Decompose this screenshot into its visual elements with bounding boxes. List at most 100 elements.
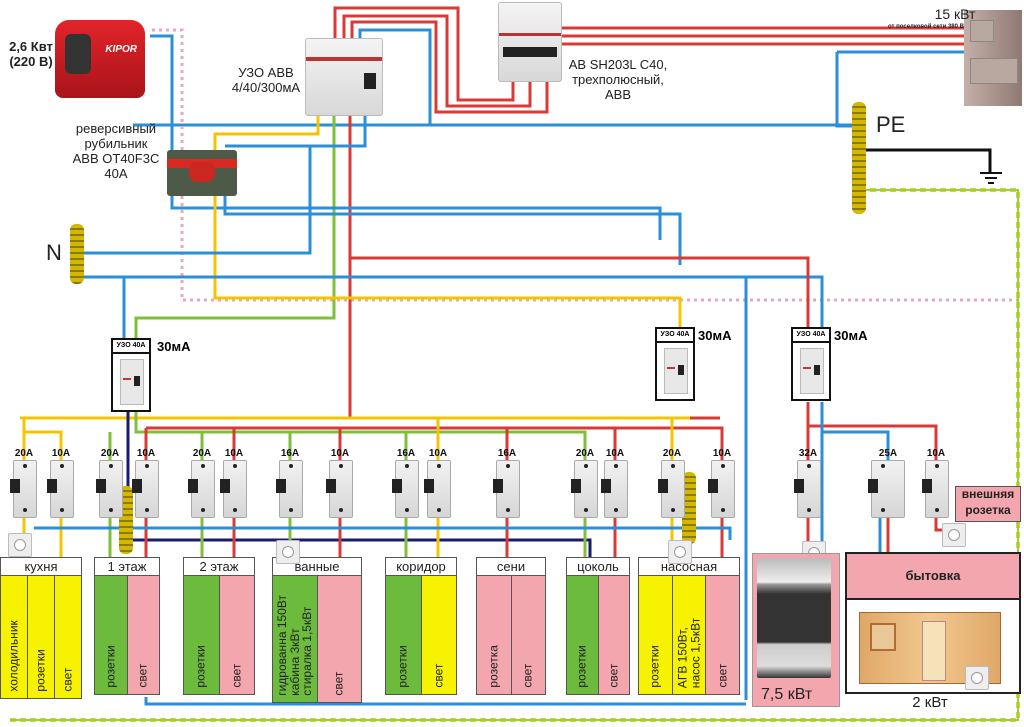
room-title: коридор xyxy=(386,558,456,576)
utility-pole-image xyxy=(964,10,1022,106)
circuit-column: АГВ 150Вт, насос 1,5кВт xyxy=(672,576,707,694)
phase-wire xyxy=(934,516,942,532)
breaker-rating: 20A xyxy=(100,448,120,459)
breaker-rating: 25A xyxy=(878,448,898,459)
socket-cabin xyxy=(965,666,989,690)
cabin-panel: бытовка xyxy=(845,552,1021,694)
circuit-breaker xyxy=(132,460,159,518)
neutral-label: N xyxy=(46,240,62,265)
green-wire xyxy=(134,114,336,338)
rcd-group-3-sensitivity: 30мА xyxy=(834,328,868,343)
cabin-title: бытовка xyxy=(847,554,1019,600)
stove-power: 7,5 кВт xyxy=(761,686,813,703)
generator-neutral xyxy=(150,34,174,150)
main-rcd xyxy=(305,38,383,116)
circuit-breaker xyxy=(326,460,353,518)
circuit-column: свет xyxy=(421,576,456,694)
circuit-column: свет xyxy=(706,576,740,694)
breaker-rating: 16A xyxy=(497,448,517,459)
pe-busbar xyxy=(852,102,866,214)
circuit-column: розетки xyxy=(567,576,599,694)
circuit-label: розетки xyxy=(33,649,48,692)
circuit-breaker xyxy=(794,460,821,518)
cabin-power: 2 кВт xyxy=(912,694,948,711)
circuit-label: свет xyxy=(715,663,730,688)
neutral-wire xyxy=(225,114,367,148)
circuit-breaker xyxy=(276,460,303,518)
grid-source: от поселковой сети 380 В xyxy=(888,24,964,30)
circuit-label: розетки xyxy=(395,645,410,688)
breaker-rating: 10A xyxy=(330,448,350,459)
phase-wire xyxy=(333,6,515,102)
socket-outdoor xyxy=(942,523,966,547)
breaker-rating: 10A xyxy=(712,448,732,459)
rcd-group-3-label: УЗО 40А xyxy=(793,329,829,343)
rcd-group-2-sensitivity: 30мА xyxy=(698,328,732,343)
transfer-switch-label: реверсивный рубильник ABB OT40F3C 40A xyxy=(72,121,160,181)
circuit-column: розетки xyxy=(386,576,422,694)
room-panel: коридор розетки свет xyxy=(385,557,457,695)
breaker-rating: 20A xyxy=(192,448,212,459)
circuit-label: свет xyxy=(331,671,346,696)
circuit-breaker xyxy=(493,460,520,518)
circuit-column: розетки xyxy=(28,576,55,698)
rcd-group-1-label: УЗО 40А xyxy=(113,340,149,354)
circuit-label: холодильник xyxy=(6,620,21,692)
circuit-breaker xyxy=(868,460,905,518)
pe-wire xyxy=(10,189,1019,721)
neutral-wire xyxy=(84,275,824,327)
circuit-breaker xyxy=(10,460,37,518)
circuit-label: свет xyxy=(135,663,150,688)
circuit-breaker xyxy=(220,460,247,518)
rcd-group-2: УЗО 40А xyxy=(655,327,695,401)
circuit-label: розетки xyxy=(103,645,118,688)
breaker-rating: 10A xyxy=(926,448,946,459)
circuit-label: свет xyxy=(606,663,621,688)
neutral-wire xyxy=(34,526,732,540)
circuit-column: свет xyxy=(511,576,545,694)
socket-bathroom xyxy=(276,540,300,564)
pe-label: PE xyxy=(876,112,906,137)
phase-wire xyxy=(350,256,810,327)
circuit-breaker xyxy=(922,460,949,518)
circuit-column: розетки xyxy=(639,576,673,694)
circuit-column: гидрованна 150Вт кабина 3кВт стиралка 1,… xyxy=(273,576,318,702)
breaker-rating: 10A xyxy=(428,448,448,459)
neutral-wire xyxy=(223,196,682,265)
neutral-busbar xyxy=(70,224,84,284)
rcd-group-3: УЗО 40А xyxy=(791,327,831,401)
phase-wire xyxy=(350,20,549,114)
circuit-column: розетки xyxy=(184,576,220,694)
pe-busbar-pump xyxy=(682,472,696,544)
yellow-wire xyxy=(213,114,320,150)
breaker-rating: 10A xyxy=(136,448,156,459)
generator-brand: KIPOR xyxy=(105,44,137,55)
circuit-breaker xyxy=(47,460,74,518)
generator-image: KIPOR xyxy=(55,20,145,98)
circuit-column: свет xyxy=(598,576,629,694)
neutral-wire xyxy=(144,697,746,706)
stove-panel: 7,5 кВт xyxy=(752,553,840,707)
navy-wire xyxy=(126,408,592,557)
circuit-label: свет xyxy=(431,663,446,688)
neutral-wire xyxy=(820,402,890,460)
socket-pump xyxy=(668,540,692,564)
outdoor-socket-label: внешняя розетка xyxy=(955,486,1021,522)
ground-icon xyxy=(980,172,1002,186)
circuit-label: розетка xyxy=(486,645,501,688)
room-title: 1 этаж xyxy=(95,558,159,576)
breaker-rating: 10A xyxy=(51,448,71,459)
circuit-breaker xyxy=(708,460,735,518)
earth-wire xyxy=(860,148,992,172)
neutral-wire xyxy=(358,28,432,125)
circuit-breaker xyxy=(658,460,685,518)
room-title: цоколь xyxy=(567,558,629,576)
circuit-column: свет xyxy=(55,576,81,698)
socket-kitchen xyxy=(8,533,32,557)
breaker-rating: 10A xyxy=(224,448,244,459)
circuit-column: свет xyxy=(219,576,254,694)
circuit-label: розетки xyxy=(193,645,208,688)
